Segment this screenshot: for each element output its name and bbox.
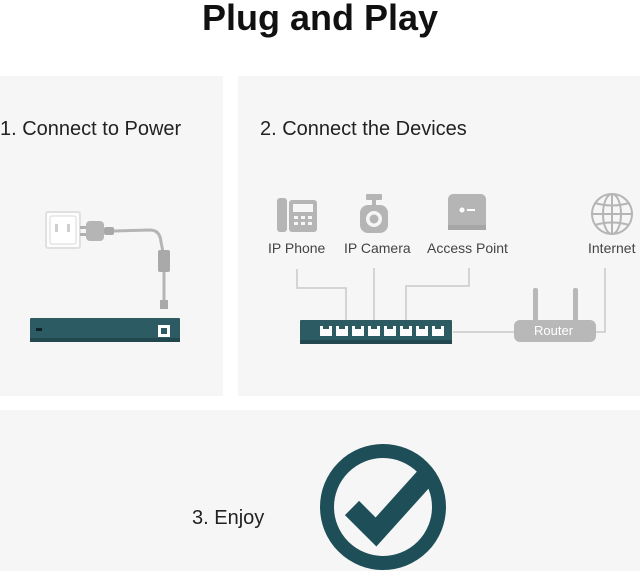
label-access-point: Access Point bbox=[427, 240, 508, 256]
label-internet: Internet bbox=[588, 240, 636, 256]
power-outlet-icon bbox=[45, 211, 81, 249]
label-ip-camera: IP Camera bbox=[344, 240, 411, 256]
ethernet-port bbox=[384, 326, 396, 336]
router-device bbox=[514, 288, 596, 342]
ethernet-port-notch bbox=[435, 326, 441, 329]
label-router: Router bbox=[534, 323, 574, 338]
connect-devices-panel: 2. Connect the Devices bbox=[238, 76, 640, 396]
connect-power-panel: 1. Connect to Power bbox=[0, 76, 223, 396]
power-adapter-icon bbox=[158, 250, 170, 272]
enjoy-panel: 3. Enjoy bbox=[0, 410, 640, 571]
ethernet-port-notch bbox=[323, 326, 329, 329]
switch-device-power bbox=[30, 318, 180, 342]
power-cable bbox=[113, 228, 165, 253]
step-enjoy: 3. Enjoy bbox=[192, 507, 265, 529]
access-point-icon bbox=[448, 194, 486, 230]
globe-icon bbox=[591, 193, 633, 235]
ethernet-port bbox=[432, 326, 444, 336]
checkmark-icon bbox=[320, 444, 446, 570]
ethernet-port-notch bbox=[387, 326, 393, 329]
label-ip-phone: IP Phone bbox=[268, 240, 326, 256]
page-title: Plug and Play bbox=[201, 0, 439, 38]
ethernet-port-notch bbox=[419, 326, 425, 329]
ethernet-port bbox=[416, 326, 428, 336]
power-plug-icon bbox=[80, 221, 114, 241]
ethernet-port bbox=[336, 326, 348, 336]
ethernet-port-notch bbox=[339, 326, 345, 329]
ethernet-port-notch bbox=[403, 326, 409, 329]
step-connect-power: 1. Connect to Power bbox=[0, 118, 182, 140]
ethernet-port-notch bbox=[371, 326, 377, 329]
ethernet-ports bbox=[320, 326, 444, 336]
ip-phone-icon bbox=[277, 198, 317, 232]
step-connect-devices: 2. Connect the Devices bbox=[260, 118, 467, 140]
ethernet-port bbox=[400, 326, 412, 336]
ethernet-port-notch bbox=[355, 326, 361, 329]
ip-camera-icon bbox=[360, 194, 388, 233]
ethernet-port bbox=[352, 326, 364, 336]
ethernet-port bbox=[368, 326, 380, 336]
connection-lines bbox=[296, 268, 606, 333]
ethernet-port bbox=[320, 326, 332, 336]
